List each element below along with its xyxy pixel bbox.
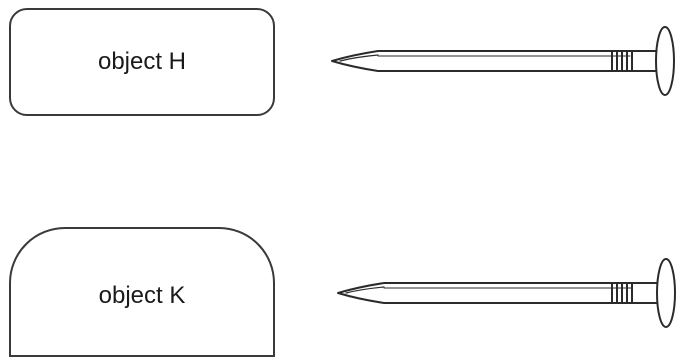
diagram: object H object K: [9, 8, 676, 357]
nail-icon: [337, 258, 676, 328]
object-h-label: object H: [97, 48, 187, 75]
object-k-label: object K: [98, 282, 186, 309]
nail-icon: [331, 26, 675, 96]
object-h-box: object H: [9, 8, 275, 116]
object-k-box: object K: [9, 227, 275, 357]
